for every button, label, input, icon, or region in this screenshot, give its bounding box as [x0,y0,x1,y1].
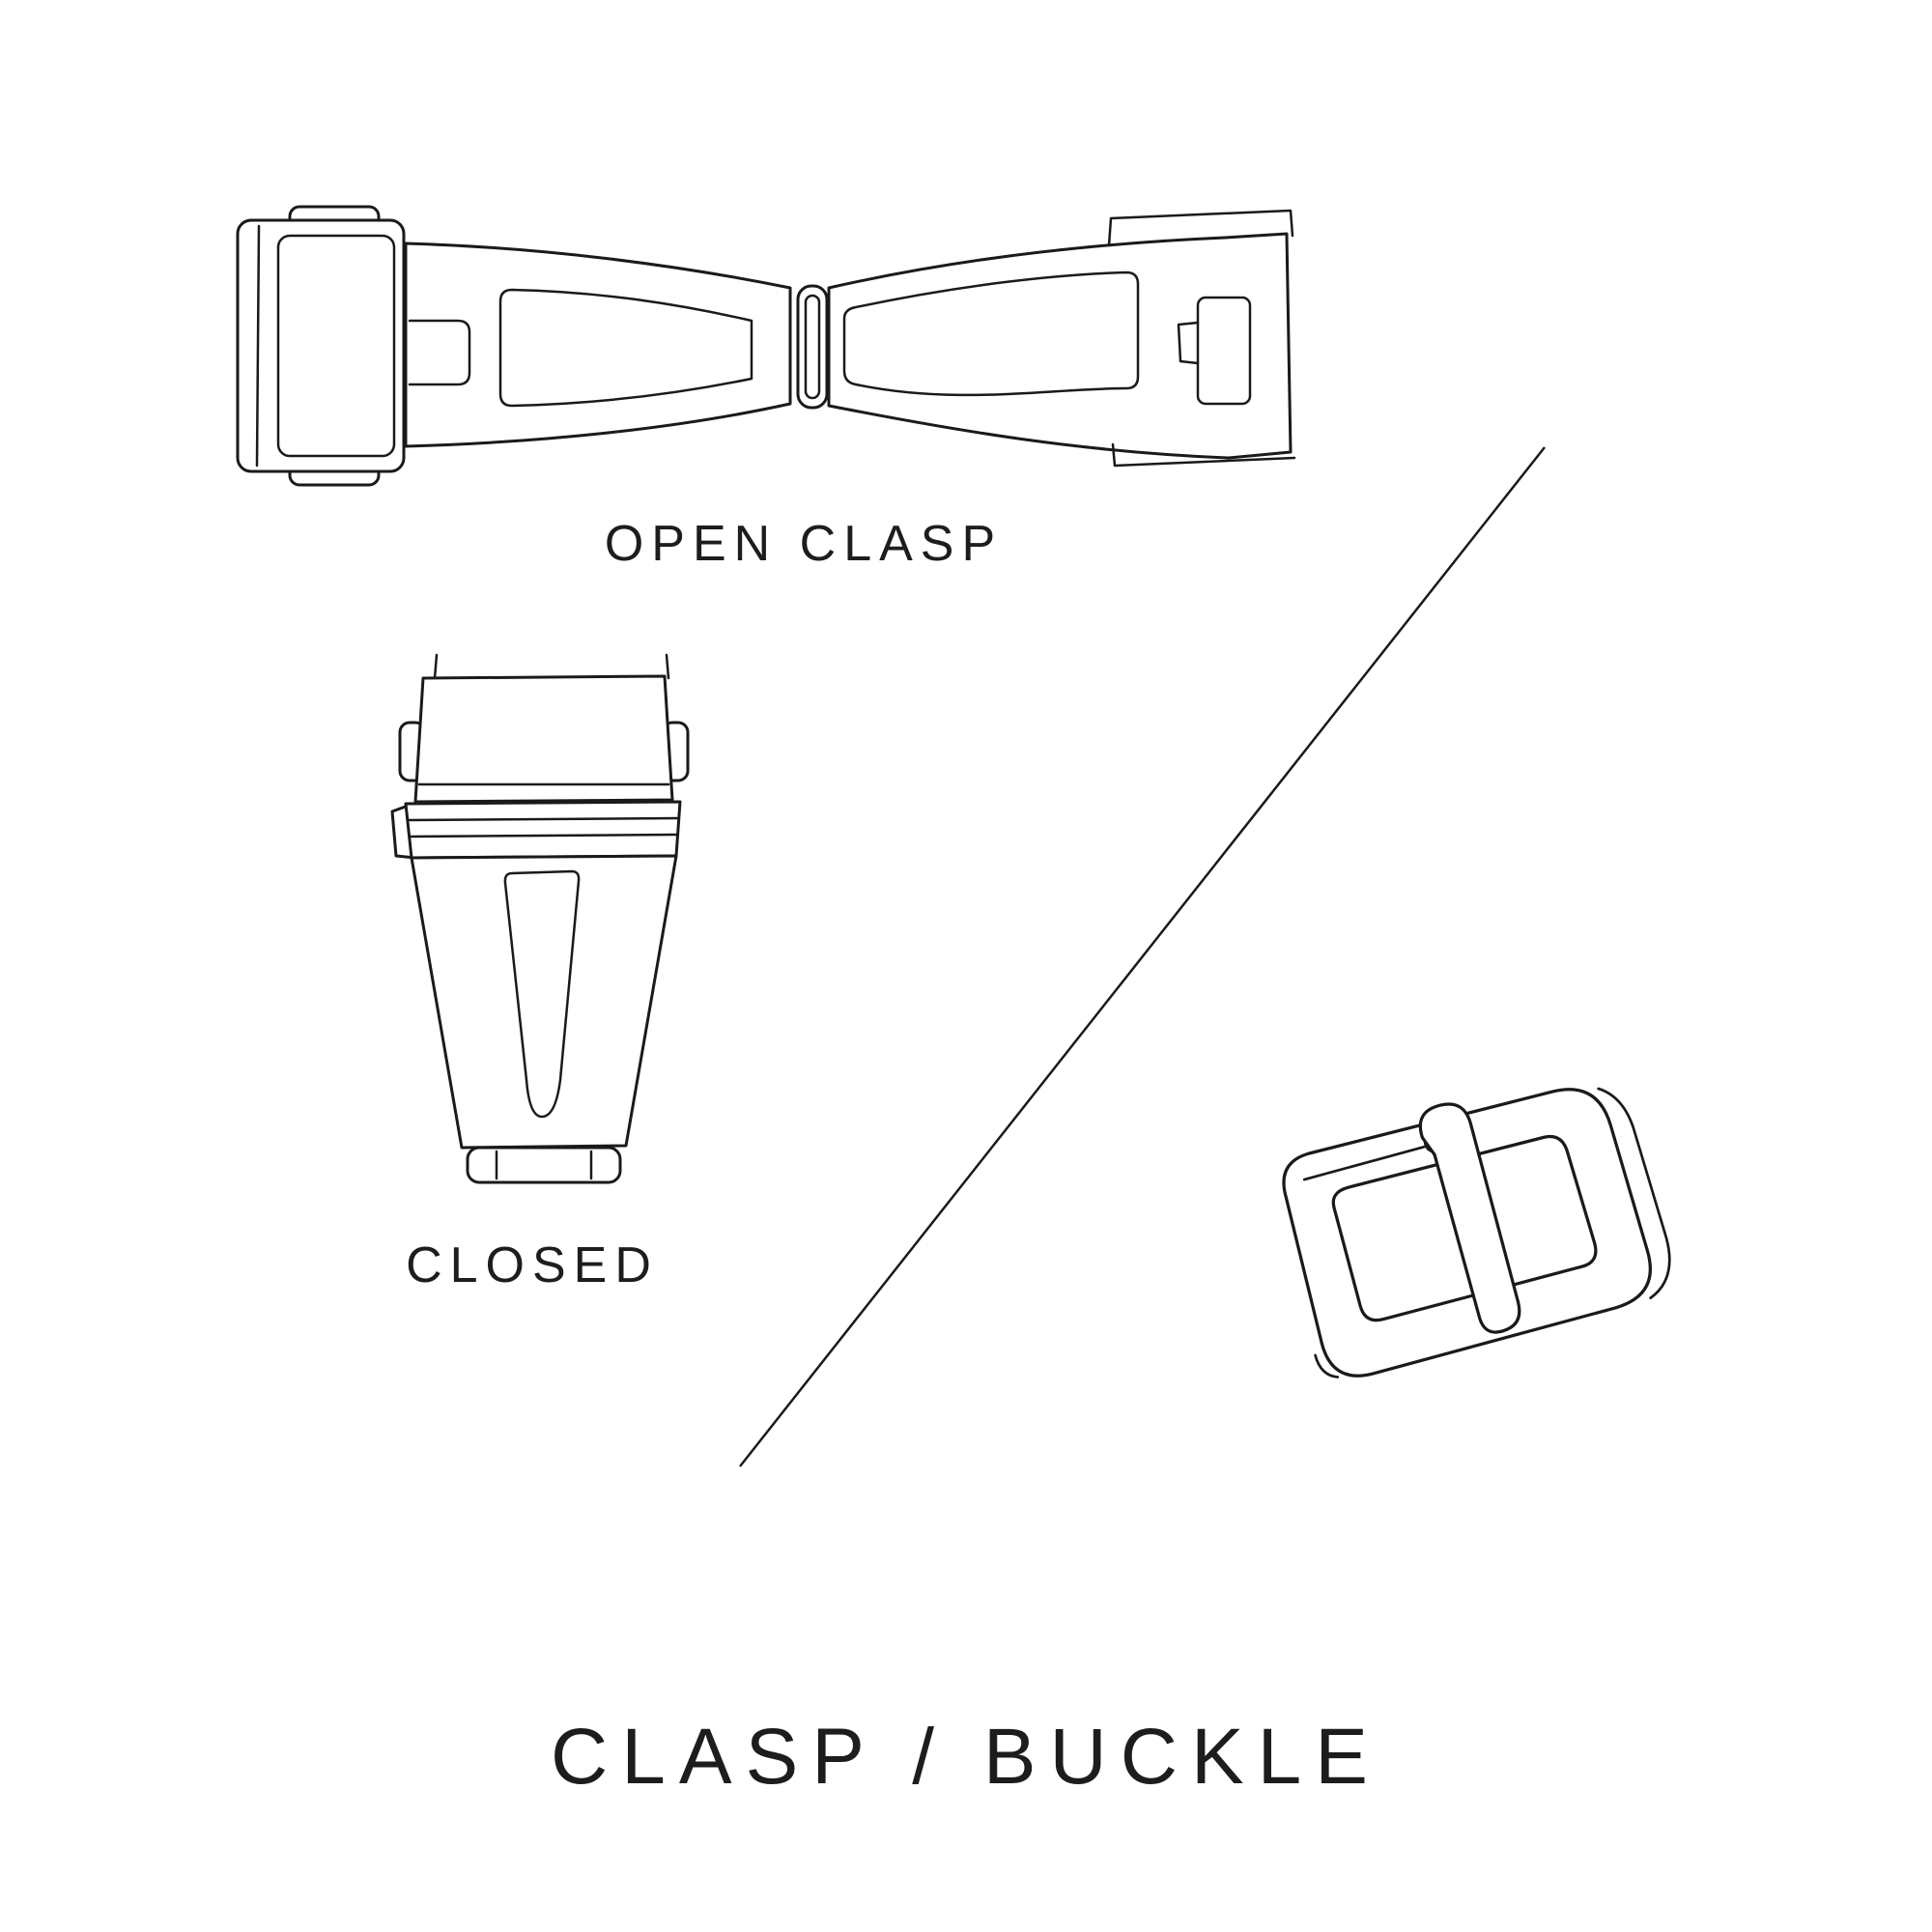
open-clasp-illustration [236,205,1296,487]
divider-line [739,446,1546,1467]
closed-caption: CLOSED [406,1237,659,1293]
clasp-hinge [796,284,829,410]
clasp-hole [1196,296,1252,406]
buckle-tongue [1418,1102,1521,1334]
page-title: CLASP / BUCKLE [551,1713,1381,1801]
clasp-top-block [413,674,674,804]
open-clasp-caption: OPEN CLASP [604,516,1004,572]
clasp-band [404,800,682,860]
clasp-body [410,854,678,1150]
clasp-prong-right [665,653,670,680]
closed-clasp-illustration [390,653,690,1184]
buckle-illustration [1282,1087,1671,1378]
clasp-end-link [236,218,406,473]
buckle-pin [1302,1145,1426,1181]
clasp-hook [1177,321,1200,365]
clasp-bottom-bar [466,1146,622,1184]
clasp-prong-left [433,653,439,680]
